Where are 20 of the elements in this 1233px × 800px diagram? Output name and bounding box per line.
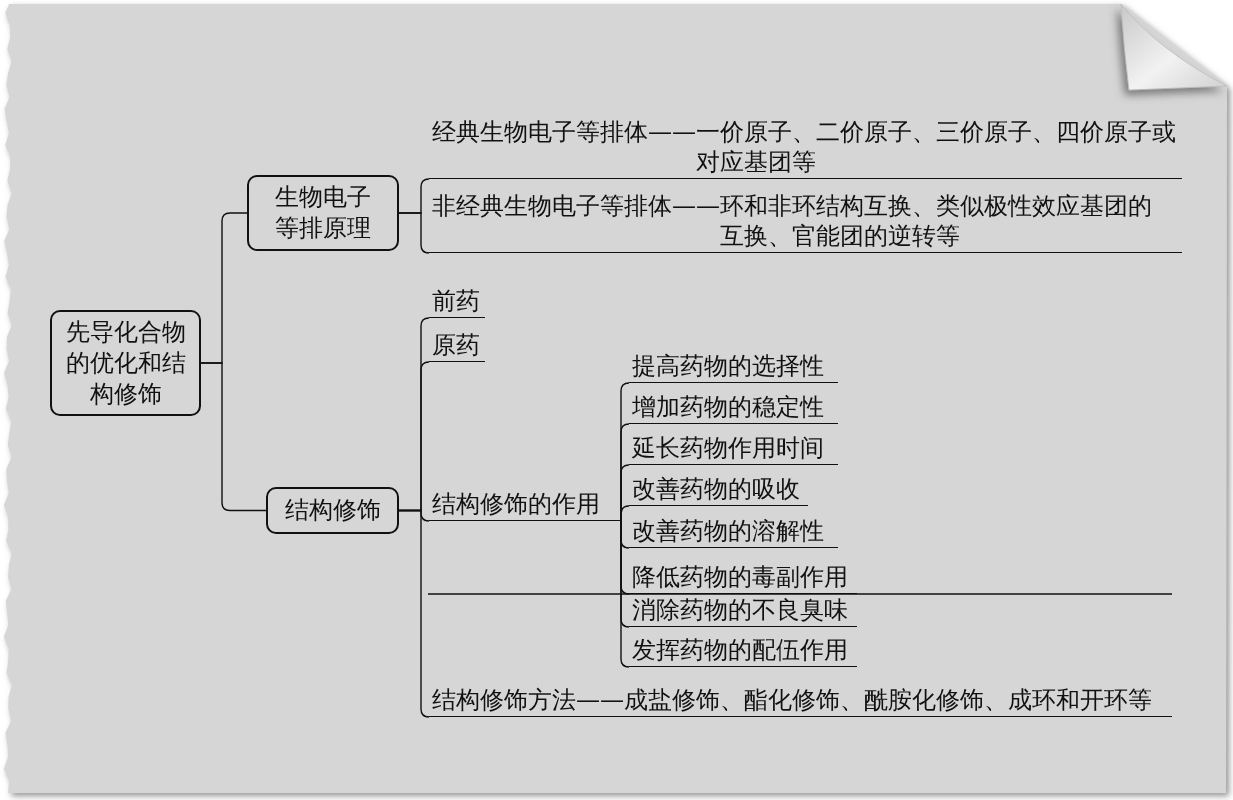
- topic-box: 先导化合物的优化和结构修饰: [50, 310, 201, 416]
- branch-label: 改善药物的溶解性: [629, 516, 838, 548]
- topic-box: 结构修饰: [266, 487, 399, 534]
- branch-label: 降低药物的毒副作用: [629, 562, 857, 594]
- branch-label: 提高药物的选择性: [629, 351, 838, 383]
- connector-line: [398, 509, 430, 718]
- branch-label: 前药: [429, 286, 485, 318]
- branch-label: 改善药物的吸收: [629, 474, 808, 506]
- branch-label: 延长药物作用时间: [629, 433, 838, 465]
- topic-box: 生物电子等排原理: [247, 175, 399, 251]
- branch-label: 增加药物的稳定性: [629, 392, 838, 424]
- branch-label: 经典生物电子等排体——一价原子、二价原子、三价原子、四价原子或对应基团等: [429, 117, 1182, 179]
- branch-label: 结构修饰的作用: [429, 489, 621, 521]
- branch-label: 非经典生物电子等排体——环和非环结构互换、类似极性效应基团的互换、官能团的逆转等: [429, 191, 1182, 253]
- branch-label: 结构修饰方法——成盐修饰、酯化修饰、酰胺化修饰、成环和开环等: [429, 685, 1172, 717]
- branch-label: 消除药物的不良臭味: [629, 595, 857, 627]
- connector-line: [200, 362, 267, 512]
- branch-label: 原药: [429, 330, 485, 362]
- branch-label: 发挥药物的配伍作用: [629, 635, 857, 667]
- connector-line: [620, 505, 630, 522]
